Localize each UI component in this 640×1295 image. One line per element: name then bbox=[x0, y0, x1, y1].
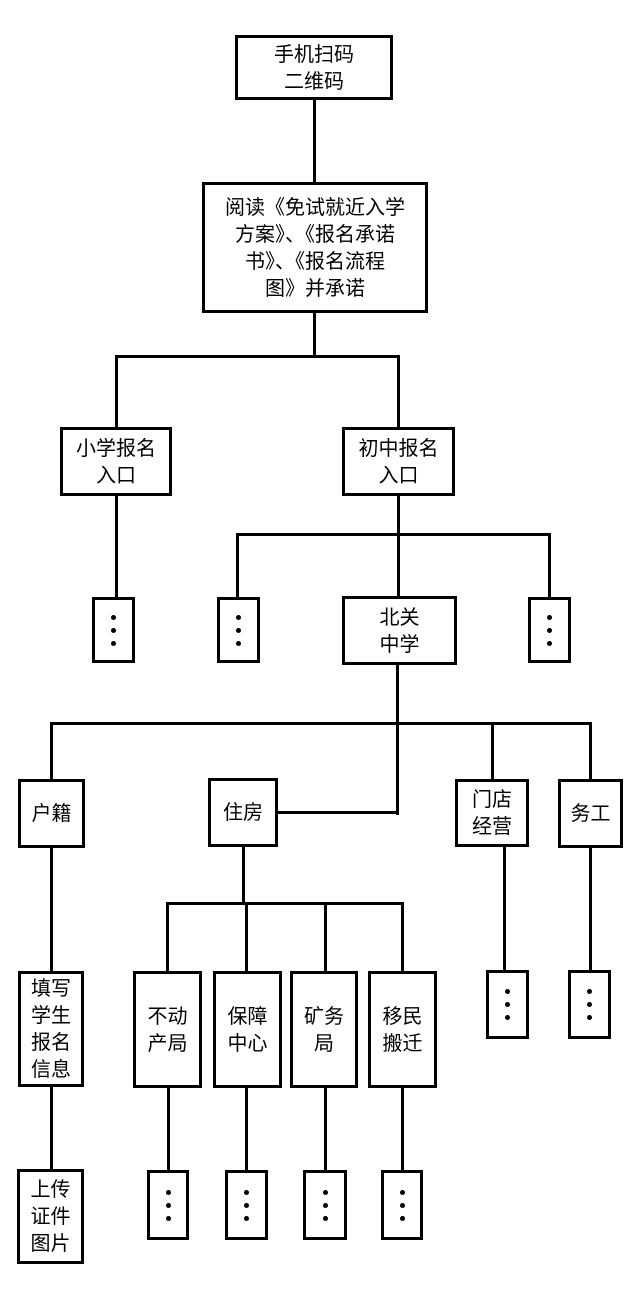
node-ellipsis-junior-left bbox=[217, 597, 260, 663]
edge-mining-to-ellipsis bbox=[324, 1087, 327, 1171]
edge-support-to-ellipsis bbox=[245, 1087, 248, 1171]
edge-branch3-to-shop bbox=[491, 722, 494, 780]
edge-branch4-to-relocation bbox=[401, 902, 404, 972]
node-ellipsis-relocation bbox=[381, 1170, 423, 1240]
vertical-ellipsis-icon bbox=[236, 614, 241, 646]
node-support-center: 保障 中心 bbox=[213, 971, 282, 1088]
vertical-ellipsis-icon bbox=[111, 614, 116, 646]
node-shop-business: 门店 经营 bbox=[455, 779, 529, 847]
node-primary-school-entry: 小学报名 入口 bbox=[60, 427, 172, 496]
edge-branch4-to-real-estate bbox=[166, 902, 169, 972]
edge-branch2-to-ellipsis-left bbox=[236, 533, 239, 598]
node-ellipsis-support bbox=[225, 1170, 268, 1240]
node-mining-bureau: 矿务 局 bbox=[290, 971, 358, 1088]
edge-branch4-bar bbox=[166, 902, 403, 905]
edge-relocation-to-ellipsis bbox=[401, 1087, 404, 1171]
edge-branch3-to-household bbox=[50, 722, 53, 780]
edge-branch4-to-mining bbox=[324, 902, 327, 972]
vertical-ellipsis-icon bbox=[505, 989, 510, 1020]
edge-branch3-bar bbox=[50, 722, 591, 725]
vertical-ellipsis-icon bbox=[587, 989, 592, 1020]
node-upload-id-photos: 上传 证件 图片 bbox=[17, 1169, 84, 1264]
node-ellipsis-mining bbox=[303, 1170, 347, 1240]
edge-branch2-to-beiguan bbox=[397, 533, 400, 597]
edge-stem-to-housing bbox=[277, 811, 398, 814]
node-real-estate-bureau: 不动 产局 bbox=[133, 971, 202, 1088]
edge-junior-to-branch2 bbox=[397, 495, 400, 536]
edge-branch1-to-junior bbox=[397, 355, 400, 428]
edge-primary-to-ellipsis bbox=[115, 495, 118, 598]
edge-work-to-ellipsis bbox=[589, 847, 592, 971]
node-ellipsis-work bbox=[568, 970, 611, 1039]
node-household-register: 户籍 bbox=[18, 779, 85, 848]
edge-branch1-to-primary bbox=[115, 355, 118, 428]
node-read-documents: 阅读《免试就近入学 方案》、《报名承诺 书》、《报名流程 图》并承诺 bbox=[202, 182, 428, 313]
edge-housing-to-branch4 bbox=[242, 846, 245, 904]
vertical-ellipsis-icon bbox=[547, 614, 552, 646]
vertical-ellipsis-icon bbox=[399, 1189, 405, 1221]
vertical-ellipsis-icon bbox=[322, 1189, 328, 1221]
edge-branch3-to-work bbox=[589, 722, 592, 780]
node-beiguan-middle-school: 北关 中学 bbox=[342, 596, 457, 665]
node-ellipsis-junior-right bbox=[528, 597, 571, 663]
edge-real-estate-to-ellipsis bbox=[167, 1087, 170, 1171]
edge-branch2-bar bbox=[236, 533, 550, 536]
node-migrant-relocation: 移民 搬迁 bbox=[368, 971, 437, 1088]
node-ellipsis-shop bbox=[486, 970, 529, 1039]
node-ellipsis-real-estate bbox=[147, 1170, 189, 1240]
edge-household-to-fill-info bbox=[50, 847, 53, 972]
node-scan-qr: 手机扫码 二维码 bbox=[235, 35, 393, 100]
vertical-ellipsis-icon bbox=[165, 1189, 171, 1221]
edge-branch2-to-ellipsis-right bbox=[548, 533, 551, 598]
edge-shop-to-ellipsis bbox=[503, 845, 506, 971]
node-housing: 住房 bbox=[208, 778, 278, 847]
node-fill-student-info: 填写 学生 报名 信息 bbox=[18, 971, 84, 1087]
node-migrant-work: 务工 bbox=[558, 779, 623, 848]
vertical-ellipsis-icon bbox=[244, 1189, 249, 1221]
edge-branch4-to-support bbox=[245, 902, 248, 972]
node-ellipsis-primary bbox=[92, 597, 135, 663]
edge-scan-to-read bbox=[313, 100, 316, 184]
edge-branch1-bar bbox=[115, 355, 400, 358]
edge-fill-info-to-upload bbox=[50, 1086, 53, 1170]
edge-read-to-branch1 bbox=[313, 312, 316, 357]
edge-beiguan-stem bbox=[396, 664, 399, 815]
node-junior-school-entry: 初中报名 入口 bbox=[342, 427, 455, 496]
